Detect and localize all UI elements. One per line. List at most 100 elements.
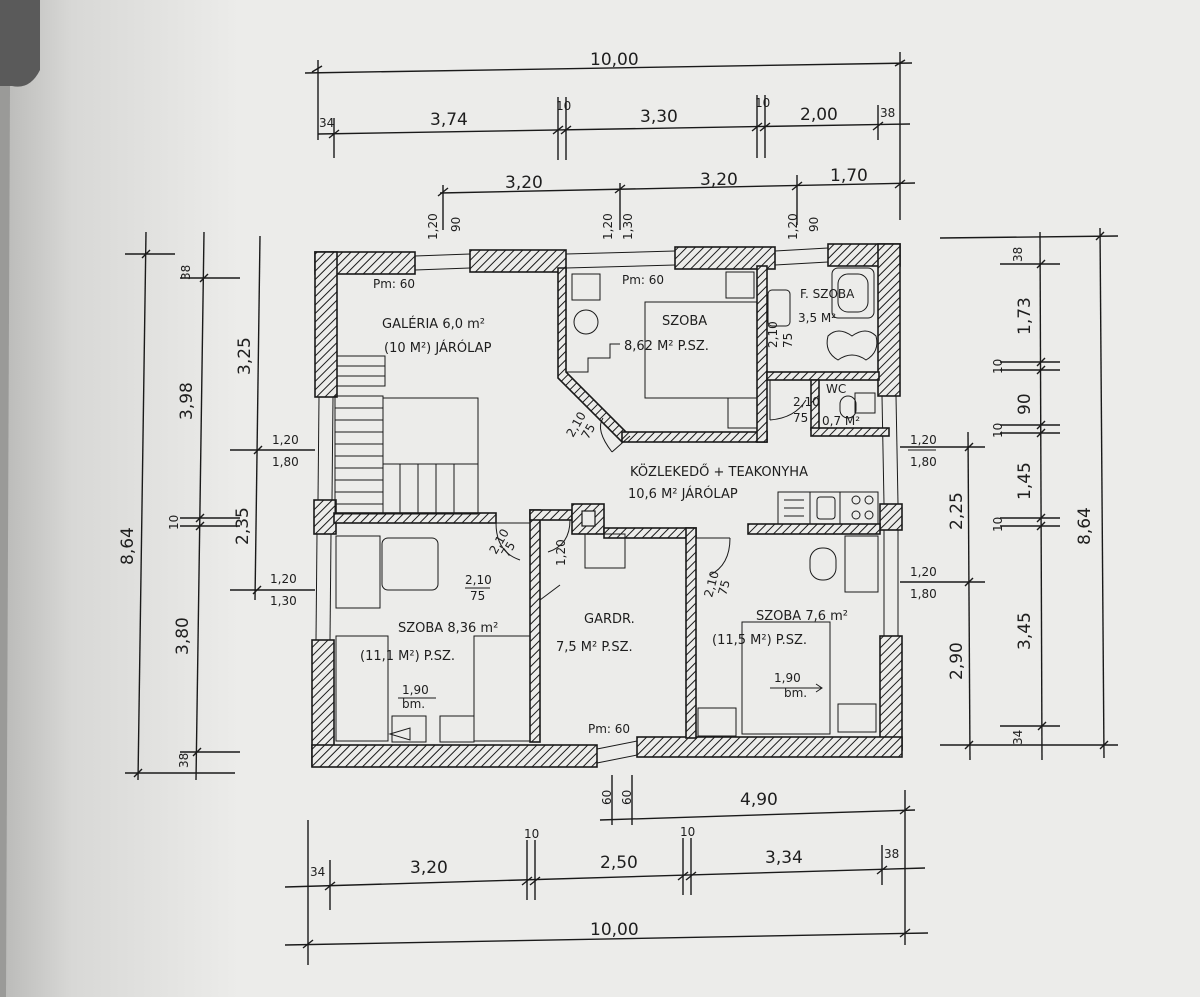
dim-left-inner2: 2,35 bbox=[233, 507, 253, 545]
svg-text:1,20: 1,20 bbox=[554, 539, 568, 566]
dim-right-w1: 10 bbox=[991, 359, 1005, 374]
room-galeria-floor: (10 M²) JÁRÓLAP bbox=[384, 340, 492, 356]
svg-text:1,90: 1,90 bbox=[402, 683, 429, 697]
svg-text:90: 90 bbox=[449, 217, 463, 232]
dim-bottom-b: 38 bbox=[884, 847, 899, 861]
svg-text:1,20: 1,20 bbox=[910, 565, 937, 579]
dim-right-s4: 3,45 bbox=[1015, 612, 1035, 650]
svg-text:75: 75 bbox=[470, 589, 485, 603]
exterior-walls bbox=[311, 243, 903, 768]
dim-bottom-s2: 2,50 bbox=[600, 853, 638, 873]
interior-walls bbox=[333, 265, 890, 743]
svg-text:bm.: bm. bbox=[402, 697, 425, 711]
dim-left-s1: 3,98 bbox=[177, 382, 197, 420]
room-szoba3-area: (11,5 M²) P.SZ. bbox=[712, 633, 807, 648]
room-szoba2-area: (11,1 M²) P.SZ. bbox=[360, 649, 455, 664]
svg-text:1,80: 1,80 bbox=[272, 455, 299, 469]
svg-text:2,10: 2,10 bbox=[701, 569, 721, 598]
svg-text:Pm: 60: Pm: 60 bbox=[588, 722, 630, 736]
dim-bottom-w2: 10 bbox=[680, 825, 695, 839]
dim-top-w2: 10 bbox=[755, 96, 770, 110]
dim-top-inner2: 3,20 bbox=[700, 170, 738, 190]
dim-right-w3: 10 bbox=[991, 517, 1005, 532]
room-kozlekedo-name: KÖZLEKEDŐ + TEAKONYHA bbox=[630, 463, 808, 480]
dim-right-s3: 1,45 bbox=[1015, 462, 1035, 500]
bottom-dimensions bbox=[284, 775, 929, 965]
svg-text:Pm: 60: Pm: 60 bbox=[373, 277, 415, 291]
right-dimensions bbox=[900, 227, 1119, 761]
dim-bottom-s1: 3,20 bbox=[410, 858, 448, 878]
dim-top-w1: 10 bbox=[556, 99, 571, 113]
dim-right-total: 8,64 bbox=[1075, 507, 1095, 545]
room-furdo-area: 3,5 M² bbox=[798, 311, 836, 325]
svg-text:1,80: 1,80 bbox=[910, 455, 937, 469]
dim-bottom-door: 60 bbox=[600, 790, 614, 805]
room-labels: GALÉRIA 6,0 m² (10 M²) JÁRÓLAP SZOBA 8,6… bbox=[360, 287, 860, 664]
room-szoba2-name: SZOBA 8,36 m² bbox=[398, 621, 498, 636]
svg-text:Pm: 60: Pm: 60 bbox=[622, 273, 664, 287]
svg-text:90: 90 bbox=[807, 217, 821, 232]
dim-top-inner3: 1,70 bbox=[830, 166, 868, 186]
svg-text:75: 75 bbox=[498, 539, 518, 559]
dim-top-s1: 3,74 bbox=[430, 110, 468, 130]
dim-bottom-total: 10,00 bbox=[590, 920, 639, 940]
chimney-flue bbox=[581, 510, 596, 527]
dim-top-s2: 3,30 bbox=[640, 107, 678, 127]
dim-bottom-s3: 3,34 bbox=[765, 848, 803, 868]
dim-top-s3: 2,00 bbox=[800, 105, 838, 125]
dim-left-top: 38 bbox=[179, 265, 193, 280]
dim-left-w: 10 bbox=[167, 515, 181, 530]
dim-right-top: 38 bbox=[1011, 247, 1025, 262]
room-szoba3-name: SZOBA 7,6 m² bbox=[756, 609, 848, 624]
svg-text:bm.: bm. bbox=[784, 686, 807, 700]
svg-text:2,10: 2,10 bbox=[766, 321, 780, 348]
svg-text:1,20: 1,20 bbox=[786, 213, 800, 240]
windows bbox=[315, 247, 899, 764]
svg-text:1,20: 1,20 bbox=[272, 433, 299, 447]
room-wc-name: WC bbox=[826, 382, 846, 396]
dim-right-s1: 1,73 bbox=[1015, 297, 1035, 335]
dim-left-s2: 3,80 bbox=[173, 617, 193, 655]
dim-top-total: 10,00 bbox=[590, 50, 639, 70]
room-gardrob-area: 7,5 M² P.SZ. bbox=[556, 640, 633, 655]
dim-left-total: 8,64 bbox=[118, 527, 138, 565]
door-swings bbox=[495, 380, 807, 576]
dim-top-a: 34 bbox=[319, 116, 334, 130]
dim-right-inner2: 2,90 bbox=[947, 642, 967, 680]
drawing-notes: Pm: 60 Pm: 60 Pm: 60 1,90 bm. 1,90 bm. bbox=[373, 273, 807, 736]
dim-top-inner1: 3,20 bbox=[505, 173, 543, 193]
svg-text:1,20: 1,20 bbox=[910, 433, 937, 447]
room-wc-area: 0,7 M² bbox=[822, 414, 860, 428]
left-dimensions bbox=[125, 231, 315, 781]
top-dimensions bbox=[304, 52, 916, 230]
dim-top-b: 38 bbox=[880, 106, 895, 120]
room-szoba1-area: 8,62 M² P.SZ. bbox=[624, 339, 709, 354]
svg-text:75: 75 bbox=[793, 411, 808, 425]
furniture bbox=[335, 267, 879, 743]
svg-text:75: 75 bbox=[781, 333, 795, 348]
svg-text:75: 75 bbox=[578, 421, 598, 441]
svg-text:1,20: 1,20 bbox=[426, 213, 440, 240]
room-furdo-name: F. SZOBA bbox=[800, 287, 855, 301]
svg-text:1,80: 1,80 bbox=[910, 587, 937, 601]
dim-right-w2: 10 bbox=[991, 423, 1005, 438]
dim-right-inner1: 2,25 bbox=[947, 492, 967, 530]
dim-right-s2: 90 bbox=[1015, 393, 1035, 415]
binding-edge bbox=[0, 0, 40, 87]
dim-bottom-a: 34 bbox=[310, 865, 325, 879]
room-gardrob-name: GARDR. bbox=[584, 612, 635, 627]
svg-text:1,30: 1,30 bbox=[621, 213, 635, 240]
dim-right-bottom: 34 bbox=[1011, 730, 1025, 745]
svg-text:1,20: 1,20 bbox=[270, 572, 297, 586]
svg-text:1,30: 1,30 bbox=[270, 594, 297, 608]
room-galeria-name: GALÉRIA 6,0 m² bbox=[382, 316, 485, 332]
staircase bbox=[334, 355, 479, 515]
svg-text:1,90: 1,90 bbox=[774, 671, 801, 685]
svg-text:75: 75 bbox=[715, 578, 732, 596]
dim-bottom-inner: 4,90 bbox=[740, 790, 778, 810]
binding-shadow bbox=[0, 86, 10, 997]
svg-text:2,10: 2,10 bbox=[793, 395, 820, 409]
dim-bottom-door2: 60 bbox=[620, 790, 634, 805]
dim-left-bottom: 38 bbox=[177, 753, 191, 768]
